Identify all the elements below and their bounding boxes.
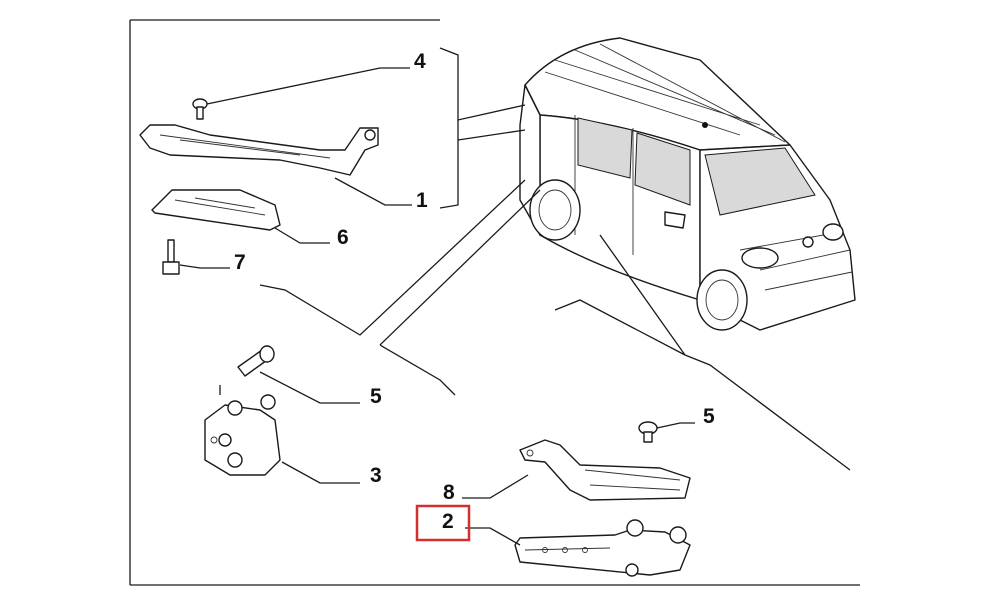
callout-label-6: 6: [337, 226, 349, 249]
bolt-part-7: [162, 239, 230, 275]
van-illustration: [519, 37, 856, 331]
diagram-frame: [129, 19, 860, 586]
leader-lines-van: [259, 47, 851, 471]
screw-part-5-lower: [638, 421, 695, 443]
callout-label-5-upper: 5: [370, 385, 382, 408]
callout-label-1: 1: [416, 189, 428, 212]
rail-part-1: [139, 124, 412, 206]
callout-label-4: 4: [414, 50, 426, 73]
highlight-box-callout-2: [415, 504, 471, 542]
screw-part-4: [192, 67, 410, 120]
callout-label-5-lower: 5: [703, 405, 715, 428]
bracket-part-8: [462, 439, 691, 501]
callout-label-8: 8: [443, 481, 455, 504]
cover-part-6: [151, 189, 330, 244]
callout-label-3: 3: [370, 464, 382, 487]
callout-label-2: 2: [442, 510, 454, 533]
hinge-part-3: [204, 385, 360, 484]
roller-arm-part-2: [465, 519, 691, 577]
bolt-part-5-upper: [237, 345, 360, 404]
callout-label-7: 7: [234, 251, 246, 274]
